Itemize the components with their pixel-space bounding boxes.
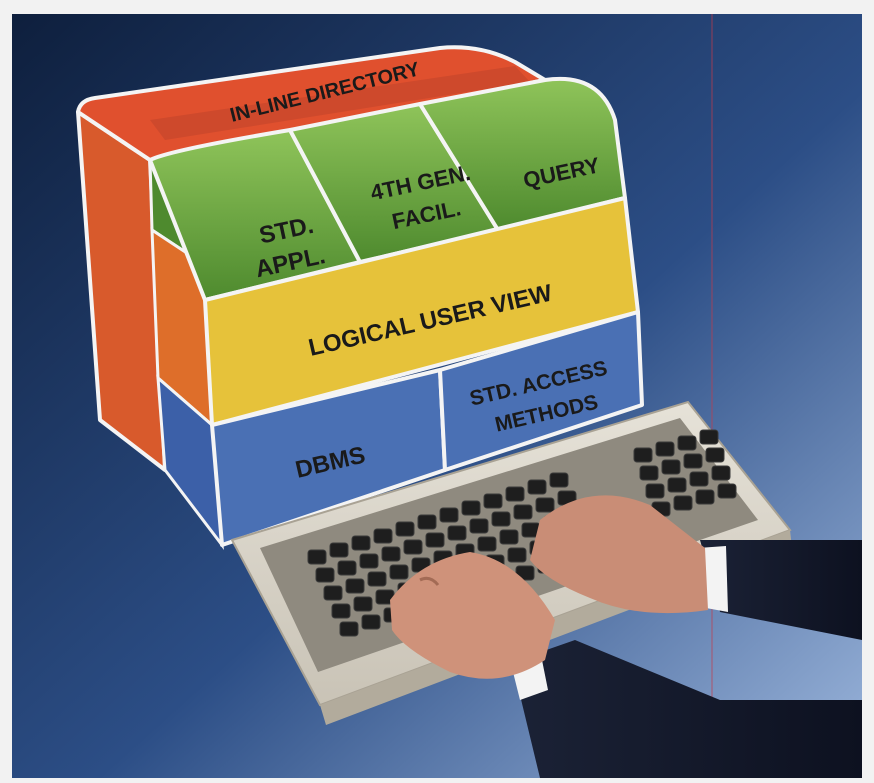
keyboard-key xyxy=(469,518,489,534)
keyboard-key xyxy=(683,453,703,469)
keyboard-key xyxy=(527,479,547,495)
keyboard-key xyxy=(505,486,525,502)
keyboard-key xyxy=(307,549,327,565)
keyboard-key xyxy=(381,546,401,562)
keyboard-key xyxy=(491,511,511,527)
directory-band xyxy=(76,45,547,162)
keyboard-key xyxy=(359,553,379,569)
keyboard-key xyxy=(499,529,519,545)
keyboard-key xyxy=(477,536,497,552)
keyboard-key xyxy=(425,532,445,548)
left-hand xyxy=(390,552,555,679)
keyboard-key xyxy=(345,578,365,594)
keyboard-key xyxy=(417,514,437,530)
right-sleeve xyxy=(700,540,862,640)
keyboard-key xyxy=(315,567,335,583)
std-access-tile xyxy=(438,310,644,472)
keyboard-key xyxy=(339,621,359,637)
keyboard-key xyxy=(695,489,715,505)
keyboard-key xyxy=(667,477,687,493)
keyboard-key xyxy=(373,528,393,544)
keyboard-key xyxy=(353,596,373,612)
keyboard-key xyxy=(689,471,709,487)
left-sleeve xyxy=(512,640,862,778)
keyboard-key xyxy=(351,535,371,551)
keyboard-key xyxy=(711,465,731,481)
keyboard-key xyxy=(549,472,569,488)
keyboard-key xyxy=(367,571,387,587)
keyboard-key xyxy=(699,429,719,445)
keyboard-key xyxy=(361,614,381,630)
keyboard-key xyxy=(513,504,533,520)
right-hand xyxy=(530,495,708,614)
keyboard-key xyxy=(389,564,409,580)
keyboard-key xyxy=(447,525,467,541)
ring xyxy=(419,576,440,586)
keyboard-key xyxy=(395,521,415,537)
keyboard-key xyxy=(331,603,351,619)
keyboard-key xyxy=(507,547,527,563)
keyboard-key xyxy=(673,495,693,511)
keyboard-key xyxy=(645,483,665,499)
keyboard-key xyxy=(403,539,423,555)
keyboard-key xyxy=(535,497,555,513)
query-tile xyxy=(418,76,627,232)
keyboard-key xyxy=(483,493,503,509)
keyboard-key xyxy=(461,500,481,516)
keyboard-key xyxy=(661,459,681,475)
keyboard-key xyxy=(633,447,653,463)
keyboard-key xyxy=(337,560,357,576)
keyboard-key xyxy=(705,447,725,463)
keyboard-key xyxy=(717,483,737,499)
keyboard-key xyxy=(439,507,459,523)
keyboard-key xyxy=(639,465,659,481)
directory-shadow xyxy=(150,66,530,140)
keyboard-key xyxy=(323,585,343,601)
keyboard-key xyxy=(655,441,675,457)
keyboard-key xyxy=(329,542,349,558)
keyboard-key xyxy=(677,435,697,451)
